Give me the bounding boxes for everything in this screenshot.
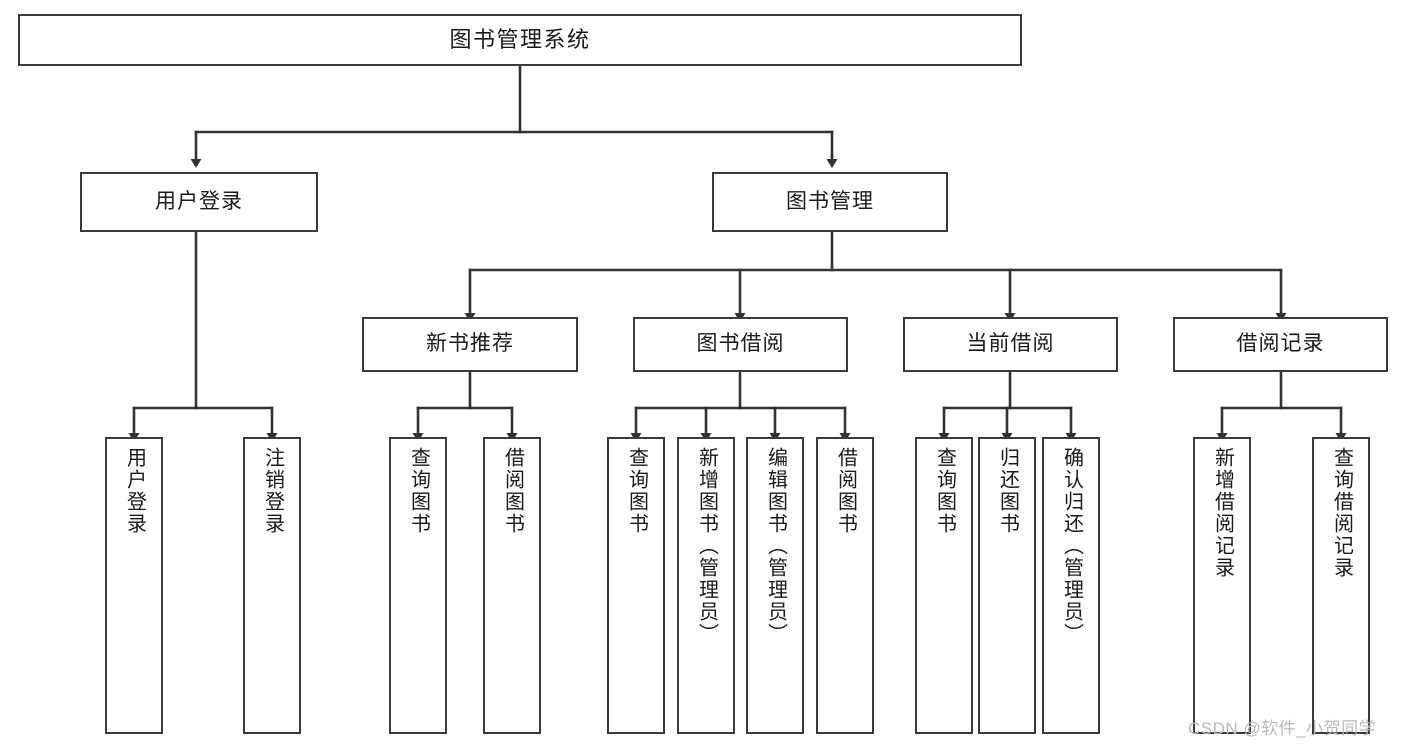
node-book-borrow[interactable]: 图书借阅 bbox=[633, 317, 848, 372]
node-label: 用户登录 bbox=[123, 447, 146, 535]
node-label: 借阅记录 bbox=[1236, 332, 1325, 356]
node-label: 归还图书 bbox=[996, 447, 1019, 535]
node-label: 查询借阅记录 bbox=[1330, 447, 1353, 579]
node-label: 查询图书 bbox=[933, 447, 956, 535]
node-label: 借阅图书 bbox=[501, 447, 524, 535]
node-label: 当前借阅 bbox=[966, 332, 1055, 356]
node-label: 确认归还（管理员） bbox=[1060, 447, 1083, 645]
node-label: 图书管理 bbox=[786, 189, 874, 213]
node-label: 图书借阅 bbox=[696, 332, 785, 356]
node-borrow-record[interactable]: 借阅记录 bbox=[1173, 317, 1388, 372]
leaf-borrow-edit-book-admin[interactable]: 编辑图书（管理员） bbox=[746, 437, 804, 734]
leaf-newbook-borrow-book[interactable]: 借阅图书 bbox=[483, 437, 541, 734]
leaf-borrow-borrow-book[interactable]: 借阅图书 bbox=[816, 437, 874, 734]
node-label: 注销登录 bbox=[261, 447, 284, 535]
node-new-book-recommend[interactable]: 新书推荐 bbox=[362, 317, 578, 372]
csdn-watermark: CSDN @软件_小贺同学 bbox=[1188, 719, 1377, 738]
node-label: 新增借阅记录 bbox=[1211, 447, 1234, 579]
node-label: 查询图书 bbox=[407, 447, 430, 535]
node-label: 新书推荐 bbox=[426, 332, 514, 356]
leaf-borrow-query-book[interactable]: 查询图书 bbox=[607, 437, 665, 734]
leaf-borrow-add-book-admin[interactable]: 新增图书（管理员） bbox=[677, 437, 735, 734]
leaf-current-return-book[interactable]: 归还图书 bbox=[978, 437, 1036, 734]
node-label: 图书管理系统 bbox=[449, 27, 591, 53]
node-book-management[interactable]: 图书管理 bbox=[712, 172, 948, 232]
node-label: 借阅图书 bbox=[834, 447, 857, 535]
leaf-record-query-record[interactable]: 查询借阅记录 bbox=[1312, 437, 1370, 734]
node-label: 查询图书 bbox=[625, 447, 648, 535]
leaf-newbook-query-book[interactable]: 查询图书 bbox=[389, 437, 447, 734]
leaf-current-query-book[interactable]: 查询图书 bbox=[915, 437, 973, 734]
node-current-borrow[interactable]: 当前借阅 bbox=[903, 317, 1118, 372]
leaf-logout[interactable]: 注销登录 bbox=[243, 437, 301, 734]
node-label: 用户登录 bbox=[155, 189, 243, 213]
node-label: 新增图书（管理员） bbox=[695, 447, 718, 645]
node-user-login[interactable]: 用户登录 bbox=[80, 172, 318, 232]
leaf-user-login[interactable]: 用户登录 bbox=[105, 437, 163, 734]
leaf-current-confirm-return-admin[interactable]: 确认归还（管理员） bbox=[1042, 437, 1100, 734]
node-label: 编辑图书（管理员） bbox=[764, 447, 787, 645]
leaf-record-add-record[interactable]: 新增借阅记录 bbox=[1193, 437, 1251, 734]
node-root-system[interactable]: 图书管理系统 bbox=[18, 14, 1022, 66]
